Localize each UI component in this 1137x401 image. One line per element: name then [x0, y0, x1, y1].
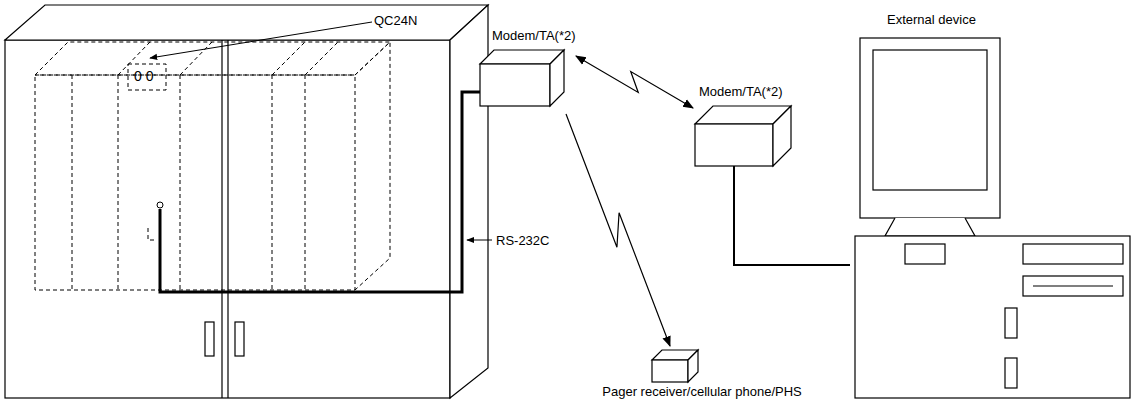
cable-name: RS-232C	[494, 233, 551, 248]
display-digits: 0 0	[132, 69, 155, 84]
wireless-link	[566, 114, 670, 346]
device-label: External device	[850, 12, 1137, 27]
wireless-link	[576, 56, 693, 108]
pager-device: Pager receiver/cellular phone/PHS	[570, 350, 834, 400]
device-label: Pager receiver/cellular phone/PHS	[570, 384, 834, 399]
device-label: Modem/TA(*2)	[693, 84, 819, 99]
computer-device: External device	[850, 8, 1137, 400]
device-outline	[652, 350, 702, 384]
device-outline	[695, 106, 793, 164]
part-name: QC24N	[372, 13, 419, 28]
device-outline	[480, 50, 572, 108]
modem-box: Modem/TA(*2)	[693, 80, 819, 166]
cable-line	[734, 164, 850, 265]
modem-box: Modem/TA(*2)	[478, 24, 614, 110]
device-label: Modem/TA(*2)	[478, 28, 614, 43]
device-outline	[855, 8, 1131, 400]
